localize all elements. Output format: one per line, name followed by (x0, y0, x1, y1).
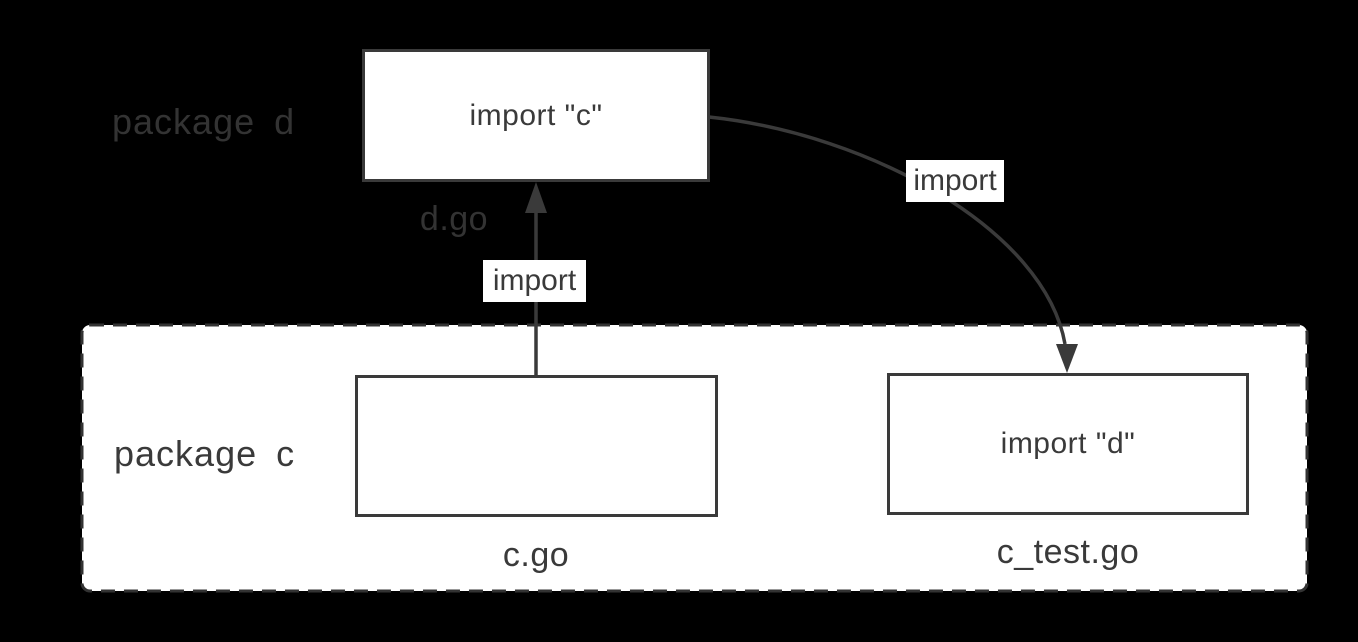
arrowhead-down-icon (1056, 344, 1078, 373)
import-edge-label-curved: import (906, 160, 1004, 202)
arrowhead-up-icon (525, 182, 547, 213)
c-test-go-box-text: import "d" (1000, 427, 1136, 460)
d-go-filename-label: d.go (419, 200, 489, 238)
package-d-label: package d (112, 101, 296, 142)
c-test-go-file-box: import "d" (887, 373, 1249, 515)
d-go-file-box: import "c" (362, 49, 710, 182)
package-c-label: package c (114, 433, 296, 474)
import-edge-label-up: import (483, 260, 586, 302)
c-go-file-box (355, 375, 718, 517)
c-test-go-filename-label: c_test.go (996, 533, 1140, 571)
import-edge-dgo-to-ctest (708, 115, 1067, 345)
d-go-box-text: import "c" (469, 98, 603, 132)
c-go-filename-label: c.go (502, 536, 570, 574)
